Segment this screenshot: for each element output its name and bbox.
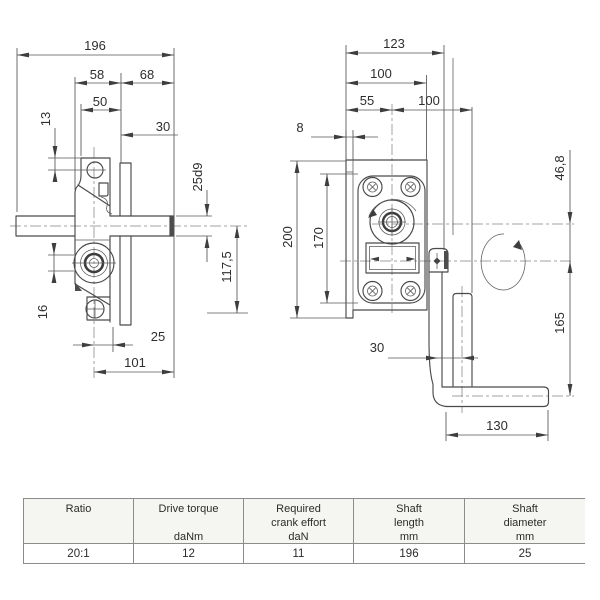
stowed-grip-tube (452, 292, 473, 387)
dim-center-height: 117,5 (219, 251, 234, 283)
table-border-top (23, 498, 585, 499)
dim-grip-length: 130 (486, 418, 508, 433)
lower-gusset-edge (74, 283, 111, 306)
dim-crank-width: 100 (418, 93, 440, 108)
header-shaft-diameter-line1: Shaft (512, 503, 538, 515)
dim-overall-length: 196 (84, 38, 106, 53)
header-shaft-length-unit: mm (399, 531, 419, 543)
hub-shading (444, 251, 448, 269)
shaft-end-cap (170, 216, 175, 236)
value-crank-effort: 11 (292, 548, 305, 560)
dim-hub-height: 16 (35, 305, 50, 319)
left-side-view: 196 58 68 50 30 13 25d9 117,5 16 25 101 (10, 38, 248, 379)
right-view-dimensions (294, 45, 573, 441)
crank-assembly (428, 247, 550, 408)
crank-grip (441, 386, 550, 408)
latch-tab (98, 182, 109, 197)
header-shaft-length-line1: Shaft (396, 503, 422, 515)
table-row-divider (23, 543, 585, 544)
hook-detail (100, 196, 113, 215)
table-divider-2 (243, 498, 244, 564)
dim-plate-width: 100 (370, 66, 392, 81)
header-crank-effort-unit: daN (288, 531, 309, 543)
nameplate-window (365, 242, 420, 274)
dim-shaft-diameter: 25d9 (190, 163, 205, 192)
header-shaft-diameter: Shaft diameter mm (465, 498, 585, 544)
value-drive-torque: 12 (182, 548, 195, 560)
dim-plate-height: 200 (280, 226, 295, 248)
rotation-arrowhead (513, 240, 522, 250)
right-front-view: 123 100 55 100 8 200 170 46,8 165 30 130 (280, 36, 574, 441)
header-shaft-length: Shaft length mm (354, 498, 464, 544)
spec-table: Ratio Drive torque daNm Required crank e… (23, 498, 585, 564)
dim-crank-arm-length: 165 (552, 312, 567, 334)
header-crank-effort-line2: crank effort (271, 517, 326, 529)
header-drive-torque-line1: Drive torque (158, 503, 219, 515)
gear-cover (357, 175, 426, 304)
value-ratio: 20:1 (67, 548, 90, 560)
header-crank-effort-line1: Required (276, 503, 321, 515)
header-ratio: Ratio (24, 498, 133, 544)
header-shaft-diameter-unit: mm (515, 531, 535, 543)
crank-rotation-path (480, 233, 526, 291)
cover-screws (362, 176, 421, 302)
dim-handle-offset: 30 (370, 340, 384, 355)
dim-shaft-right: 68 (140, 67, 154, 82)
dim-inner-width: 50 (93, 94, 107, 109)
weld-mark (75, 282, 82, 291)
table-divider-4 (464, 498, 465, 564)
upper-gusset-edge (77, 184, 111, 207)
table-divider-3 (353, 498, 354, 564)
dim-shaft-extension: 101 (124, 355, 146, 370)
table-border-left (23, 498, 24, 564)
value-shaft-diameter: 25 (518, 548, 532, 560)
dim-shaft-to-crank: 46,8 (552, 155, 567, 180)
dim-plate-thickness: 8 (296, 120, 303, 135)
header-shaft-diameter-line2: diameter (503, 517, 547, 529)
header-drive-torque: Drive torque daNm (134, 498, 243, 544)
left-view-dimensions (16, 48, 240, 378)
table-border-bottom (23, 563, 585, 564)
header-ratio-line1: Ratio (65, 503, 92, 515)
table-divider-1 (133, 498, 134, 564)
value-shaft-length: 196 (399, 548, 419, 560)
dim-shaft-offset: 55 (360, 93, 374, 108)
dim-hole-to-plate: 25 (151, 329, 165, 344)
dim-overall-width: 123 (383, 36, 405, 51)
dim-cover-height: 170 (311, 227, 326, 249)
table-header-background (23, 498, 585, 544)
dim-body-width: 58 (90, 67, 104, 82)
dim-hole-offset: 13 (38, 112, 53, 126)
header-shaft-length-line2: length (394, 517, 424, 529)
header-drive-torque-unit: daNm (173, 531, 204, 543)
header-crank-effort: Required crank effort daN (244, 498, 353, 544)
dim-face-offset: 30 (156, 119, 170, 134)
mount-plate-edge (119, 162, 132, 326)
